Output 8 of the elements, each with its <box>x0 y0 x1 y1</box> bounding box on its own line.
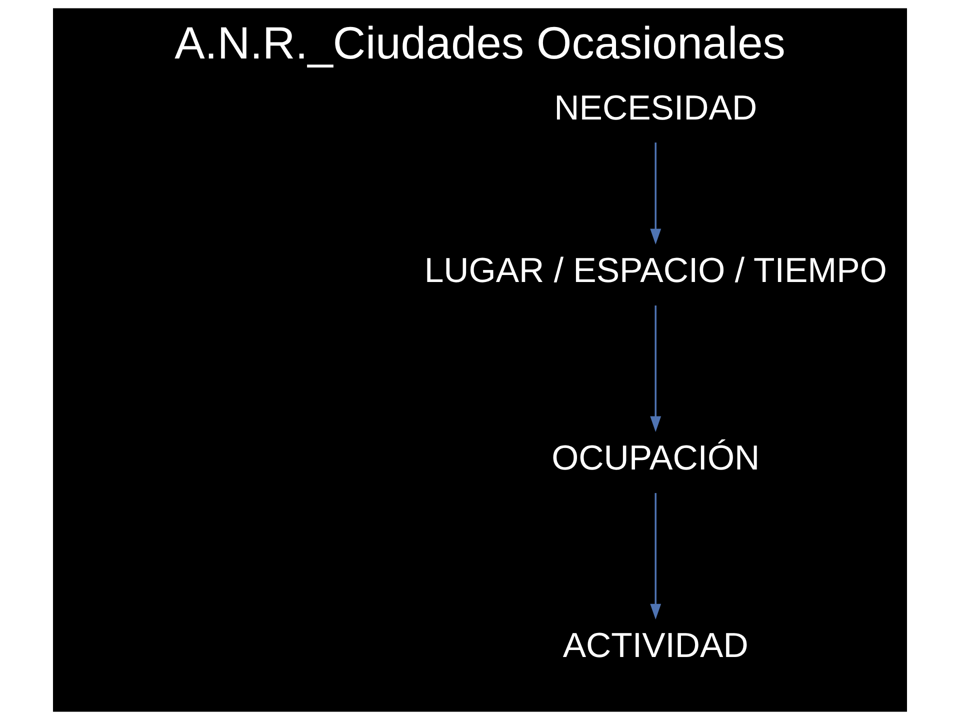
node-text: LUGAR / ESPACIO / TIEMPO <box>424 252 887 290</box>
diagram-title: A.N.R._Ciudades Ocasionales <box>174 17 786 68</box>
arrow <box>650 493 662 620</box>
arrow <box>650 306 662 432</box>
node-text: OCUPACIÓN <box>552 440 760 478</box>
arrow <box>650 142 662 244</box>
node-text: NECESIDAD <box>554 90 758 128</box>
node-text: ACTIVIDAD <box>562 627 748 666</box>
